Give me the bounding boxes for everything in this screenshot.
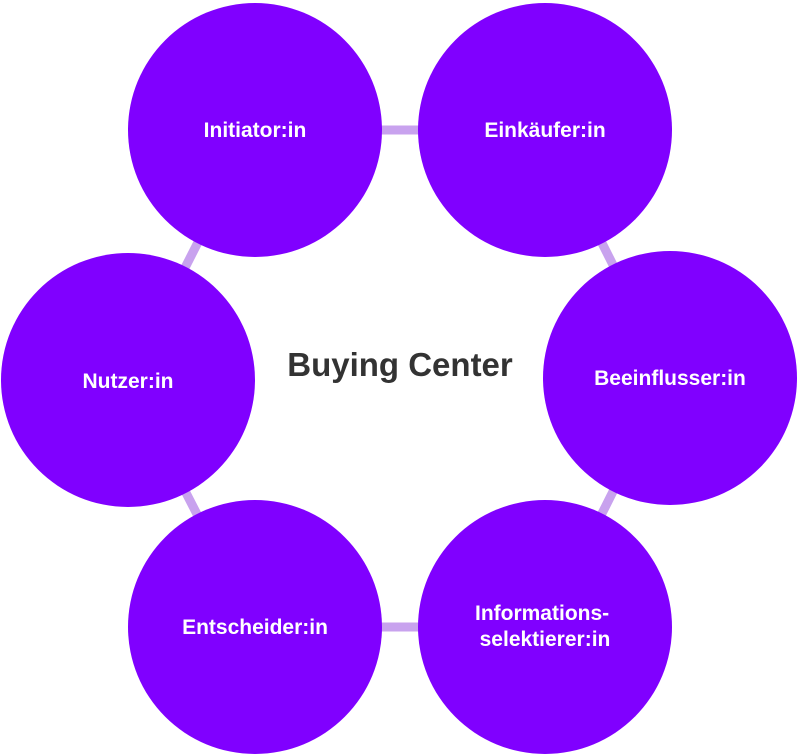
node-label: Entscheider:in xyxy=(182,616,328,639)
node-label: Informations- selektierer:in xyxy=(475,602,615,651)
node-circle xyxy=(1,253,255,507)
node-circle xyxy=(418,500,672,754)
node-nutzer: Nutzer:in xyxy=(1,253,255,507)
node-label-line: Beeinflusser:in xyxy=(594,367,746,390)
node-circle xyxy=(128,3,382,257)
diagram-title: Buying Center xyxy=(287,346,513,383)
node-entscheider: Entscheider:in xyxy=(128,500,382,754)
node-circle xyxy=(418,3,672,257)
node-label-line: selektierer:in xyxy=(480,628,611,651)
node-beeinflusser: Beeinflusser:in xyxy=(543,251,797,505)
node-einkaeufer: Einkäufer:in xyxy=(418,3,672,257)
node-label-line: Entscheider:in xyxy=(182,616,328,639)
node-label-line: Informations- xyxy=(475,602,609,625)
node-label: Nutzer:in xyxy=(83,370,174,393)
node-label: Initiator:in xyxy=(204,119,307,142)
node-initiator: Initiator:in xyxy=(128,3,382,257)
node-informationsselektierer: Informations- selektierer:in xyxy=(418,500,672,754)
node-label-line: Initiator:in xyxy=(204,119,307,142)
node-label: Einkäufer:in xyxy=(484,119,605,142)
node-circle xyxy=(128,500,382,754)
node-label-line: Einkäufer:in xyxy=(484,119,605,142)
node-label-line: Nutzer:in xyxy=(83,370,174,393)
node-circle xyxy=(543,251,797,505)
node-label: Beeinflusser:in xyxy=(594,367,746,390)
